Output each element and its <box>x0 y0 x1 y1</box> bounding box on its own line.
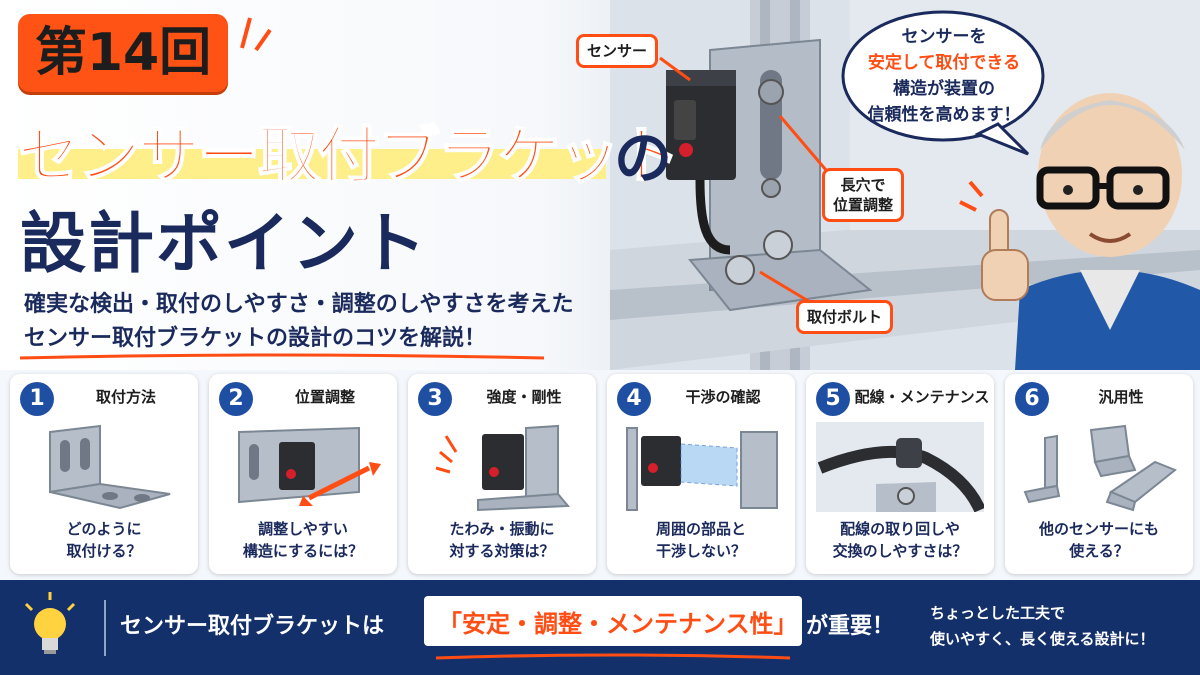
l-bracket-icon <box>49 424 171 510</box>
speech-line-3: 構造が装置の <box>893 79 995 99</box>
title-keyword: センサー取付ブラケット <box>17 118 681 193</box>
card-strength: 3 強度・剛性 たわみ・振動に 対する対策は？ <box>408 374 596 574</box>
card-number: 1 <box>20 382 54 416</box>
speech-line-2: 安定して取付できる <box>867 53 1021 73</box>
card-wiring: 5 配線・メンテナンス 配線の取り回しや 交換のしやすさは？ <box>806 374 994 574</box>
card-number: 6 <box>1015 382 1049 416</box>
card-number: 4 <box>617 382 651 416</box>
subtitle-underline <box>19 353 545 360</box>
card-title: 干渉の確認 <box>685 388 761 406</box>
slot-adjust-icon <box>238 426 381 506</box>
speech-line-1: センサーを <box>901 27 987 47</box>
card-question-line-2: 使える？ <box>1069 542 1129 560</box>
footer-divider <box>104 600 106 656</box>
card-position-adjust: 2 位置調整 調整しやすい 構造にするには？ <box>209 374 397 574</box>
sparkle-icon <box>240 17 272 52</box>
card-question-line-2: 交換のしやすさは？ <box>832 542 968 560</box>
footer-sub-message: ちょっとした工夫で 使いやすく、長く使える設計に！ <box>930 600 1155 652</box>
title-particle: の <box>614 124 673 192</box>
card-question-line-1: 配線の取り回しや <box>840 520 960 538</box>
card-number: 2 <box>219 382 253 416</box>
card-question: 周囲の部品と 干渉しない？ <box>611 518 791 562</box>
card-question: 他のセンサーにも 使える？ <box>1009 518 1189 562</box>
callout-bolt: 取付ボルト <box>796 300 894 334</box>
card-question-line-1: 調整しやすい <box>258 520 348 538</box>
title-highlight <box>18 149 606 179</box>
card-mounting: 1 取付方法 どのように 取付ける？ <box>10 374 198 574</box>
footer-key-underline <box>435 653 791 660</box>
card-question-line-1: 周囲の部品と <box>655 520 746 538</box>
footer-message-end: が重要！ <box>806 614 895 639</box>
card-question-line-2: 構造にするには？ <box>242 542 364 560</box>
footer-message: センサー取付ブラケットは <box>120 614 385 639</box>
rigid-bracket-icon <box>435 424 571 512</box>
card-question-line-1: たわみ・振動に <box>449 520 555 538</box>
card-title: 強度・剛性 <box>486 388 562 406</box>
card-interference: 4 干渉の確認 周囲の部品と 干渉しない？ <box>607 374 795 574</box>
title-line-1: センサー取付ブラケット の <box>17 105 681 193</box>
card-question-line-1: 他のセンサーにも <box>1038 520 1159 538</box>
card-question: どのように 取付ける？ <box>14 518 194 562</box>
footer-banner: センサー取付ブラケットは 「安定・調整・メンテナンス性」 が重要！ ちょっとした… <box>0 580 1200 675</box>
card-versatility: 6 汎用性 他のセンサーにも 使える？ <box>1005 374 1193 574</box>
card-question-line-2: 対する対策は？ <box>449 542 555 560</box>
speech-line-4: 信頼性を高めます！ <box>867 105 1021 125</box>
card-title: 配線・メンテナンス <box>854 388 990 406</box>
card-title: 位置調整 <box>294 388 355 406</box>
card-question-line-2: 干渉しない？ <box>655 542 746 560</box>
card-title: 汎用性 <box>1098 388 1144 406</box>
card-question: 調整しやすい 構造にするには？ <box>213 518 393 562</box>
cable-icon <box>816 422 984 512</box>
card-title: 取付方法 <box>95 388 156 406</box>
callout-slot-line-1: 長穴で <box>840 176 886 194</box>
lightbulb-icon <box>24 592 76 654</box>
subtitle-line-2: センサー取付ブラケットの設計のコツを解説！ <box>24 326 487 351</box>
speech-text: センサーを 安定して取付できる 構造が装置の 信頼性を高めます！ <box>852 24 1036 128</box>
card-question: たわみ・振動に 対する対策は？ <box>412 518 592 562</box>
card-question: 配線の取り回しや 交換のしやすさは？ <box>810 518 990 562</box>
interference-icon <box>626 427 778 511</box>
title-line-2: 設計ポイント <box>20 205 428 282</box>
footer-key-box <box>424 596 802 646</box>
footer-sub-line-1: ちょっとした工夫で <box>930 604 1066 622</box>
card-question-line-2: 取付ける？ <box>66 542 142 560</box>
callout-slot: 長穴で 位置調整 <box>822 168 905 222</box>
subtitle-line-1: 確実な検出・取付のしやすさ・調整のしやすさを考えた <box>24 292 574 317</box>
card-number: 3 <box>418 382 452 416</box>
point-cards: 1 取付方法 どのように 取付ける？ 2 位置調整 調整しやすい <box>10 374 1193 574</box>
callout-slot-line-2: 位置調整 <box>833 196 894 214</box>
footer-key-phrase: 「安定・調整・メンテナンス性」 <box>438 610 798 638</box>
footer-sub-line-2: 使いやすく、長く使える設計に！ <box>930 630 1155 648</box>
callout-sensor: センサー <box>576 34 659 68</box>
card-question-line-1: どのように <box>66 520 142 538</box>
hero-section: 第14回 センサー取付ブラケット の 設計ポイント 確実な検出・取付のしやすさ・… <box>0 0 1200 370</box>
speech-bubble <box>841 10 1045 156</box>
episode-badge: 第14回 <box>18 14 228 92</box>
multi-bracket-icon <box>1023 424 1177 512</box>
card-number: 5 <box>816 382 850 416</box>
subtitle: 確実な検出・取付のしやすさ・調整のしやすさを考えた センサー取付ブラケットの設計… <box>24 288 574 356</box>
